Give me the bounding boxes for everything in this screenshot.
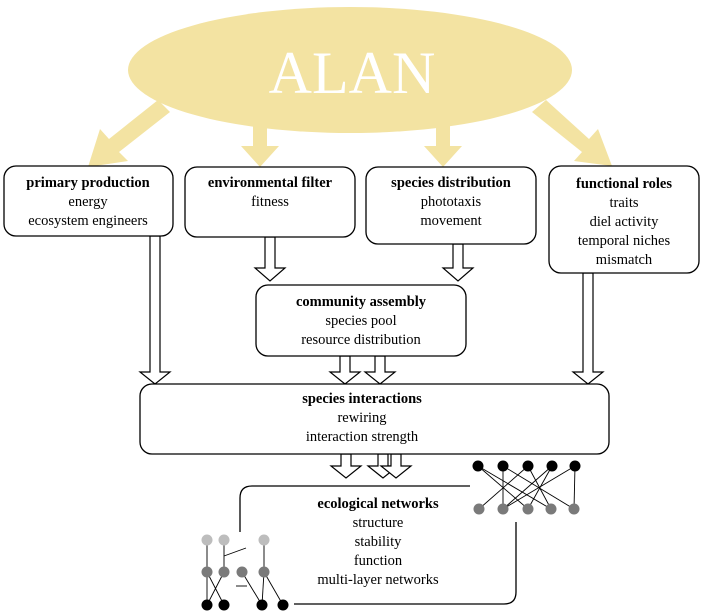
bipartite-top-nodes	[472, 460, 581, 472]
food-web-icon	[201, 534, 289, 611]
community-assembly-line-1: species pool	[325, 313, 396, 329]
ecological-networks-line-4: multi-layer networks	[317, 572, 439, 588]
arrow-interactions-to-networks-c	[379, 453, 413, 479]
node-black	[522, 460, 534, 472]
alan-arrow-species-distribution	[424, 126, 462, 167]
node-grey	[545, 503, 557, 515]
functional-roles-line-4: mismatch	[596, 252, 653, 268]
bipartite-network-icon	[472, 460, 581, 515]
food-web-top-nodes	[201, 534, 270, 546]
node-grey	[522, 503, 534, 515]
primary-production-line-1: energy	[68, 194, 108, 210]
frame-bottom-right-line	[294, 522, 517, 605]
food-web-links	[206, 540, 284, 606]
bipartite-network-links	[477, 465, 576, 510]
functional-roles-line-2: diel activity	[590, 214, 660, 230]
node-grey	[473, 503, 485, 515]
node-black	[472, 460, 484, 472]
node-grey	[568, 503, 580, 515]
ecological-networks-frame	[239, 485, 517, 605]
node-light	[201, 534, 213, 546]
arrow-fr-to-interactions	[571, 272, 605, 385]
node-grey	[218, 566, 230, 578]
node-grey	[497, 503, 509, 515]
species-interactions-title: species interactions	[302, 391, 422, 407]
node-grey	[258, 566, 270, 578]
primary-production-line-2: ecosystem engineers	[28, 213, 148, 229]
node-black	[218, 599, 230, 611]
community-assembly-title: community assembly	[296, 294, 427, 310]
alan-arrow-environmental-filter	[241, 126, 279, 167]
arrow-assembly-to-interactions-b	[363, 355, 397, 385]
alan-arrows	[88, 100, 612, 167]
node-black	[256, 599, 268, 611]
environmental-filter-title: environmental filter	[208, 175, 333, 191]
environmental-filter-line-1: fitness	[251, 194, 289, 210]
food-web-bottom-nodes	[201, 599, 289, 611]
node-black	[546, 460, 558, 472]
ecological-networks-line-2: stability	[355, 534, 402, 550]
species-interactions-line-2: interaction strength	[306, 429, 419, 445]
box-primary-production	[3, 165, 174, 237]
functional-roles-line-1: traits	[610, 195, 639, 211]
species-distribution-line-2: movement	[420, 213, 481, 229]
node-light	[218, 534, 230, 546]
functional-roles-title: functional roles	[576, 176, 672, 192]
node-black	[201, 599, 213, 611]
arrow-interactions-to-networks-a	[329, 453, 363, 479]
species-distribution-line-1: phototaxis	[421, 194, 482, 210]
ecological-networks-title: ecological networks	[317, 496, 439, 512]
arrow-sd-to-assembly	[441, 243, 475, 282]
species-distribution-title: species distribution	[391, 175, 511, 191]
node-grey	[201, 566, 213, 578]
box-species-interactions	[139, 383, 610, 455]
node-light	[258, 534, 270, 546]
ecological-networks-line-3: function	[354, 553, 403, 569]
box-species-distribution	[365, 166, 537, 245]
alan-arrow-functional-roles	[532, 100, 612, 166]
alan-arrow-primary-production	[88, 100, 170, 167]
species-interactions-line-1: rewiring	[337, 410, 386, 426]
community-assembly-line-2: resource distribution	[301, 332, 421, 348]
bipartite-bottom-nodes	[473, 503, 580, 515]
box-environmental-filter	[184, 166, 356, 238]
connector-arrows	[138, 235, 605, 479]
box-functional-roles	[548, 165, 700, 274]
food-web-middle-nodes	[201, 566, 270, 578]
alan-ellipse	[128, 7, 572, 133]
primary-production-title: primary production	[26, 175, 149, 191]
node-black	[569, 460, 581, 472]
node-grey	[236, 566, 248, 578]
ecological-networks-line-1: structure	[353, 515, 404, 531]
arrow-assembly-to-interactions-a	[328, 355, 362, 385]
arrow-pp-to-interactions	[138, 235, 172, 385]
node-black	[497, 460, 509, 472]
arrow-ef-to-assembly	[253, 236, 287, 282]
alan-label: ALAN	[269, 40, 436, 106]
box-community-assembly	[255, 284, 467, 357]
frame-top-left-line	[239, 485, 470, 532]
functional-roles-line-3: temporal niches	[578, 233, 671, 249]
node-black	[277, 599, 289, 611]
